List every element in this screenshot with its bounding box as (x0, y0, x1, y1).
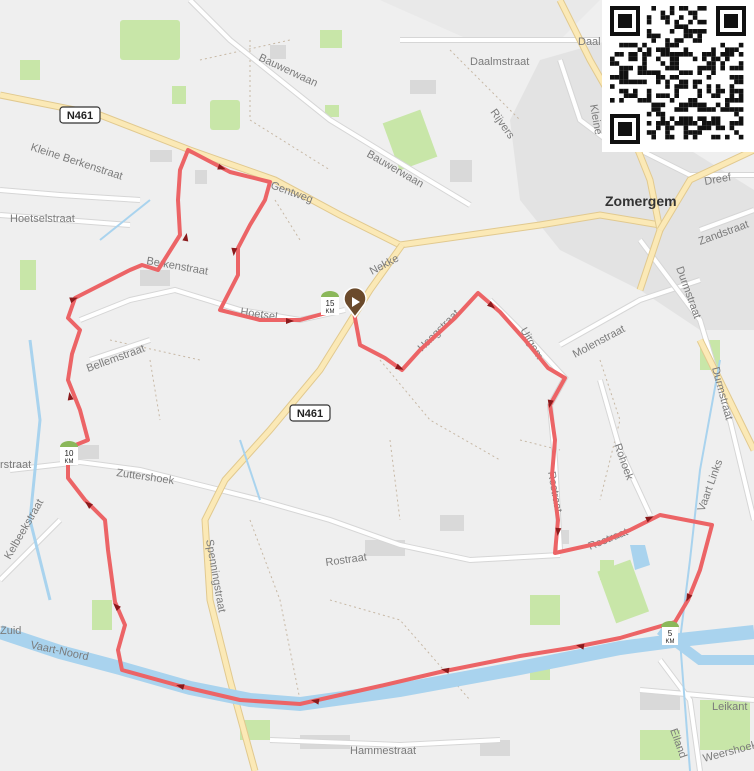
street-label: Daal (578, 36, 601, 48)
street-label: Zuid (0, 625, 21, 637)
route-direction-arrow-icon (67, 392, 74, 401)
town-label: Zomergem (605, 193, 677, 209)
svg-text:KM: KM (326, 309, 335, 315)
street-label: rstraat (0, 459, 31, 471)
route-direction-arrow-icon (686, 593, 693, 602)
footpaths (109, 39, 621, 701)
route-direction-arrow-icon (547, 399, 554, 408)
route-direction-arrow-icon (286, 318, 294, 324)
street-label: Hoetselstraat (10, 213, 75, 225)
street-label: Kleine (587, 103, 604, 135)
svg-text:15: 15 (326, 299, 335, 308)
route-direction-arrow-icon (555, 527, 562, 536)
street-label: Leikant (712, 701, 747, 713)
route-direction-arrow-icon (441, 667, 450, 674)
svg-text:N461: N461 (67, 110, 93, 122)
route-direction-arrow-icon (84, 501, 93, 509)
start-marker-play-icon[interactable] (343, 286, 367, 319)
road-shield-n461-north: N461 (59, 106, 101, 124)
route-direction-arrow-icon (395, 363, 404, 370)
route (66, 148, 714, 706)
route-line (66, 148, 714, 706)
route-direction-arrow-icon (113, 603, 121, 611)
route-direction-arrow-icon (311, 698, 320, 705)
km-marker-5[interactable]: 5 KM (661, 621, 679, 645)
km-marker-15[interactable]: 15 KM (321, 291, 339, 315)
route-direction-arrow-icon (645, 516, 654, 523)
street-label: Daalmstraat (470, 56, 529, 68)
route-direction-arrow-icon (69, 297, 78, 304)
svg-text:5: 5 (668, 629, 673, 638)
road-shield-n461-south: N461 (289, 404, 331, 422)
route-direction-arrow-icon (487, 301, 496, 309)
street-label: Hammestraat (350, 745, 416, 757)
route-direction-arrow-icon (576, 643, 585, 650)
route-arrows (67, 163, 693, 705)
svg-text:KM: KM (666, 639, 675, 645)
route-direction-arrow-icon (182, 233, 189, 242)
qr-code (602, 0, 754, 152)
route-direction-arrow-icon (176, 684, 185, 690)
street-label: Dreef (703, 171, 733, 188)
route-direction-arrow-icon (217, 163, 226, 170)
town-area (380, 0, 754, 330)
route-direction-arrow-icon (231, 247, 238, 256)
svg-text:N461: N461 (297, 408, 323, 420)
svg-text:KM: KM (65, 459, 74, 465)
street-label: Rostraat (325, 551, 368, 569)
svg-text:10: 10 (65, 449, 74, 458)
km-marker-10[interactable]: 10 KM (60, 441, 78, 465)
